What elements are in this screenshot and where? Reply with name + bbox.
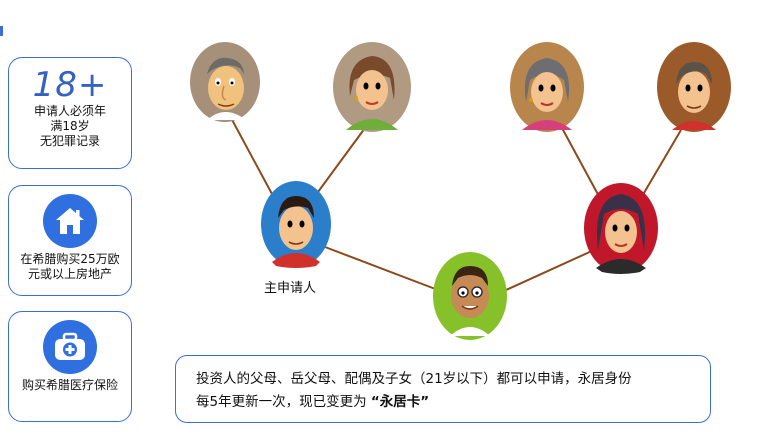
- left-edge-mark: [0, 26, 3, 36]
- child-avatar: [433, 252, 507, 340]
- grandmother-left-avatar: [333, 42, 411, 132]
- property-card-line-2: 元或以上房地产: [27, 267, 112, 281]
- grandfather-left-avatar: [190, 42, 260, 122]
- note-permanent-card-highlight: “永居卡”: [370, 394, 430, 410]
- property-card-line-1: 在希腊购买25万欧: [20, 252, 120, 266]
- age-18-plus-text: 18+: [32, 65, 108, 105]
- connector-applicant-mother: [314, 127, 366, 197]
- connector-applicant-child: [324, 246, 439, 291]
- age-card-line-2: 满18岁: [50, 119, 90, 133]
- connector-spouse-child: [505, 249, 595, 291]
- age-card-line-1: 申请人必须年: [33, 104, 106, 118]
- note-line-2-prefix: 每5年更新一次，现已变更为: [196, 394, 367, 410]
- age-card-line-3: 无犯罪记录: [39, 134, 100, 148]
- tree-connectors: [229, 115, 682, 291]
- property-requirement-card: 在希腊购买25万欧 元或以上房地产: [8, 185, 132, 296]
- main-applicant-label: 主申请人: [264, 281, 317, 296]
- grandmother-right-avatar: [510, 42, 584, 132]
- main-applicant-avatar: [261, 181, 331, 268]
- grandfather-right-avatar: [657, 42, 731, 132]
- note-line-1: 投资人的父母、岳父母、配偶及子女（21岁以下）都可以申请，永居身份: [196, 371, 632, 387]
- connector-applicant-father: [229, 115, 273, 195]
- age-requirement-card: 18+ 申请人必须年 满18岁 无犯罪记录: [8, 57, 132, 169]
- family-eligibility-note: 投资人的父母、岳父母、配偶及子女（21岁以下）都可以申请，永居身份 每5年更新一…: [175, 355, 711, 423]
- note-line-2: 每5年更新一次，现已变更为 “永居卡”: [196, 391, 694, 414]
- connector-spouse-mother: [561, 127, 602, 201]
- medical-kit-icon: [43, 320, 97, 374]
- connector-spouse-father: [640, 129, 682, 199]
- insurance-requirement-card: 购买希腊医疗保险: [8, 311, 132, 422]
- spouse-avatar: [584, 183, 658, 274]
- house-icon: [43, 194, 97, 248]
- insurance-card-line-1: 购买希腊医疗保险: [21, 378, 118, 392]
